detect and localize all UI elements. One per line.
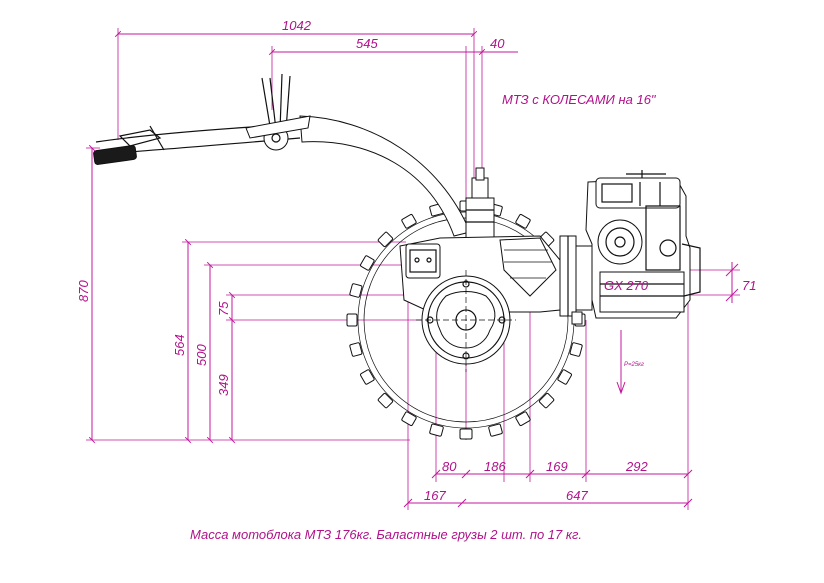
tread-lug [488, 423, 503, 437]
tread-lug [401, 214, 417, 229]
dim-d292: 292 [625, 459, 648, 474]
diagram-caption: Масса мотоблока МТЗ 176кг. Баластные гру… [190, 527, 582, 542]
engine-label: GX 270 [604, 278, 649, 293]
engine [585, 170, 701, 319]
dimension-lines [86, 28, 740, 510]
dim-h349: 349 [216, 374, 231, 396]
tread-lug [360, 369, 375, 385]
force-label: P=25кг [624, 362, 644, 368]
tread-lug [515, 411, 531, 426]
dim-axis-offset: 40 [490, 36, 505, 51]
tread-lug [360, 255, 375, 271]
tread-lug [346, 313, 358, 327]
control-column [465, 167, 495, 247]
dim-d167: 167 [424, 488, 446, 503]
dim-h75: 75 [216, 301, 231, 316]
tread-lug [557, 369, 572, 385]
tread-lug [429, 423, 444, 437]
walk-behind-tractor [93, 73, 701, 440]
dim-d186: 186 [484, 459, 506, 474]
dim-h71: 71 [742, 278, 756, 293]
tread-lug [459, 428, 473, 440]
dim-d647: 647 [566, 488, 588, 503]
coupling-flange [559, 235, 593, 325]
tread-lug [349, 283, 363, 298]
dim-d80: 80 [442, 459, 457, 474]
tread-lug [515, 214, 531, 229]
tread-lug [538, 392, 555, 409]
tread-lug [401, 411, 417, 426]
tread-lug [377, 392, 394, 409]
tread-lug [377, 231, 394, 248]
dim-h564: 564 [172, 334, 187, 356]
tread-lug [569, 342, 583, 357]
dim-overall-height: 870 [76, 280, 91, 302]
handlebar [93, 73, 471, 237]
dim-h500: 500 [194, 344, 209, 366]
dim-total-length: 1042 [282, 18, 312, 33]
dim-handle-to-axis: 545 [356, 36, 378, 51]
diagram-title: МТЗ с КОЛЕСАМИ на 16" [502, 92, 657, 107]
dimension-labels: 1042 545 40 870 564 500 349 75 71 80 186… [76, 18, 756, 503]
tread-lug [349, 342, 363, 357]
dim-d169: 169 [546, 459, 568, 474]
